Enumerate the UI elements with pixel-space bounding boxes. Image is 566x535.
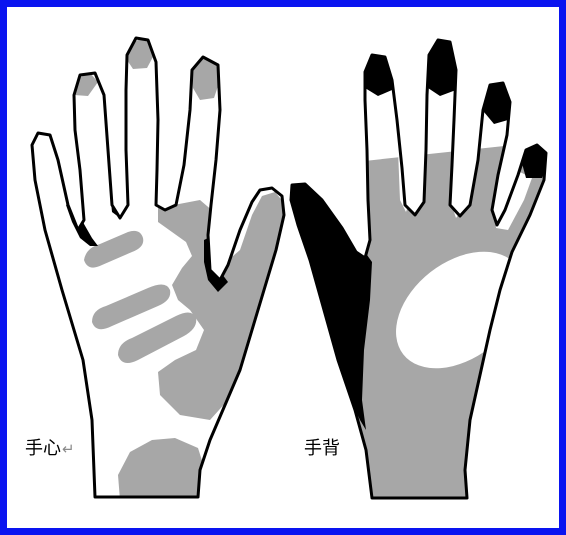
back-glove — [280, 38, 560, 500]
back-label-text: 手背 — [304, 438, 340, 459]
palm-label: 手心↵ — [25, 440, 75, 458]
back-label: 手背 — [304, 440, 340, 458]
back-areas — [280, 38, 560, 500]
carriage-return-icon: ↵ — [62, 440, 75, 458]
palm-glove — [32, 38, 290, 500]
palm-label-text: 手心 — [25, 438, 61, 459]
